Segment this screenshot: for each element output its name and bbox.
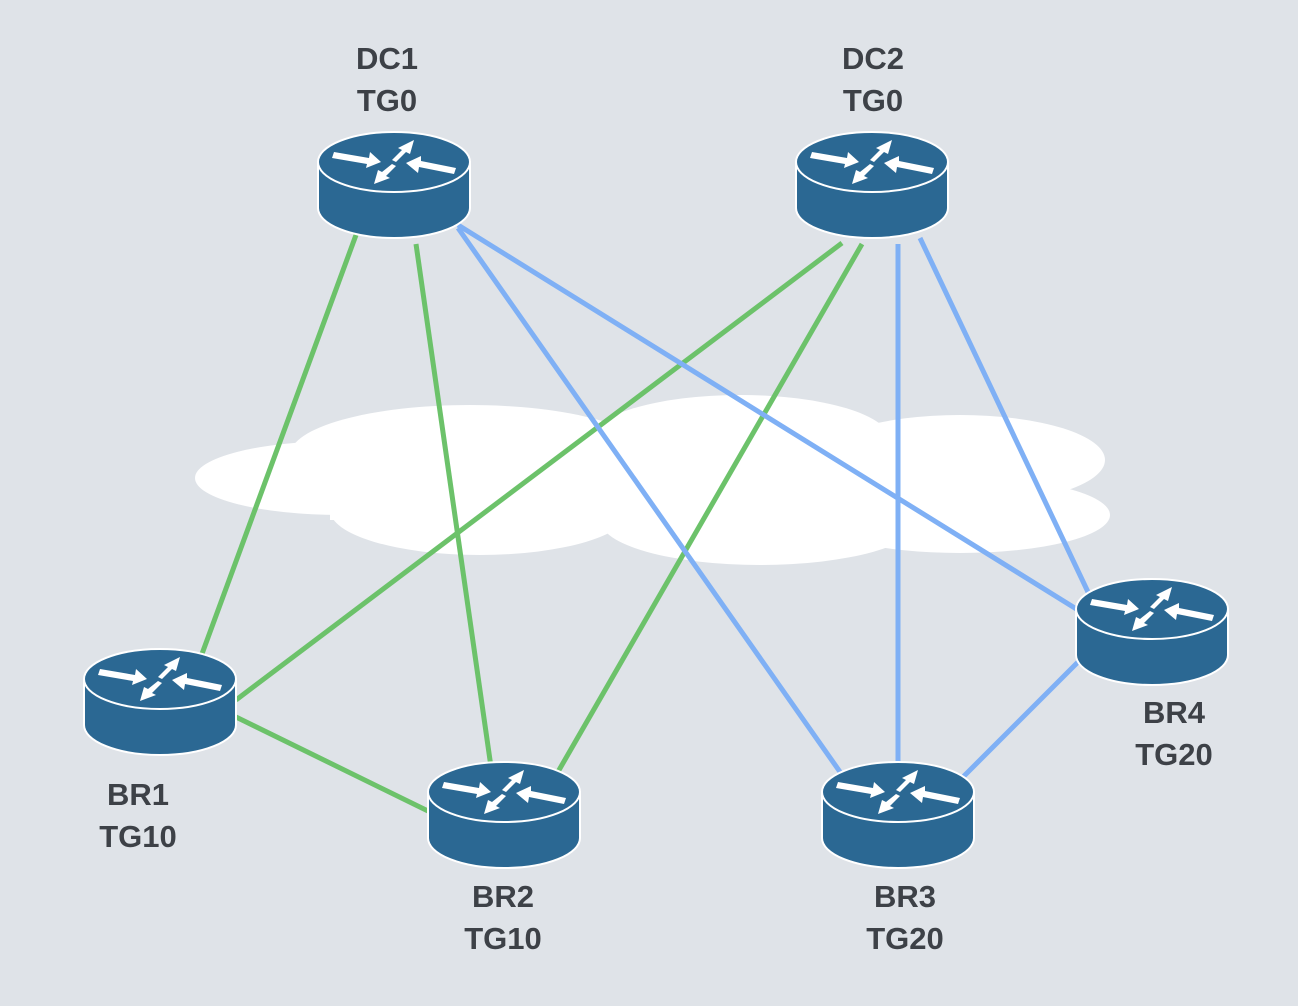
node-name: BR2 (471, 879, 534, 914)
routers-layer (83, 131, 1229, 869)
label-br2: BR2 TG10 (423, 876, 583, 960)
links-layer (196, 222, 1091, 814)
router-top (317, 131, 471, 193)
label-br3: BR3 TG20 (825, 876, 985, 960)
router-arrows-icon (442, 770, 566, 814)
router-top (821, 761, 975, 823)
node-name: BR3 (873, 879, 936, 914)
router-top (1075, 578, 1229, 640)
link-dc2-br2 (552, 242, 865, 779)
node-group: TG10 (99, 819, 177, 854)
node-name: BR4 (1142, 695, 1205, 730)
link-dc1-br3 (455, 226, 848, 781)
node-group: TG20 (1135, 737, 1213, 772)
node-name: DC2 (841, 41, 904, 76)
label-br1: BR1 TG10 (58, 774, 218, 858)
link-br3-br4 (958, 658, 1082, 782)
router-top (83, 648, 237, 710)
router-top (795, 131, 949, 193)
node-name: DC1 (355, 41, 418, 76)
node-group: TG0 (356, 83, 418, 118)
router-arrows-icon (332, 140, 456, 184)
router-br2[interactable] (427, 761, 581, 869)
node-group: TG0 (842, 83, 904, 118)
router-top (427, 761, 581, 823)
router-br3[interactable] (821, 761, 975, 869)
node-group: TG10 (464, 921, 542, 956)
node-name: BR1 (106, 777, 169, 812)
label-dc1: DC1 TG0 (307, 38, 467, 122)
link-dc1-br4 (456, 222, 1080, 613)
label-br4: BR4 TG20 (1094, 692, 1254, 776)
link-dc1-br2 (413, 243, 494, 768)
router-arrows-icon (98, 657, 222, 701)
label-dc2: DC2 TG0 (793, 38, 953, 122)
node-group: TG20 (866, 921, 944, 956)
router-arrows-icon (836, 770, 960, 814)
router-arrows-icon (1090, 587, 1214, 631)
link-dc1-br1 (196, 234, 359, 663)
link-dc2-br1 (234, 241, 844, 702)
router-dc2[interactable] (795, 131, 949, 239)
link-dc2-br4 (917, 236, 1091, 594)
router-arrows-icon (810, 140, 934, 184)
router-br1[interactable] (83, 648, 237, 756)
link-br1-br2 (234, 714, 430, 814)
router-br4[interactable] (1075, 578, 1229, 686)
wan-cloud (195, 395, 1110, 565)
router-dc1[interactable] (317, 131, 471, 239)
